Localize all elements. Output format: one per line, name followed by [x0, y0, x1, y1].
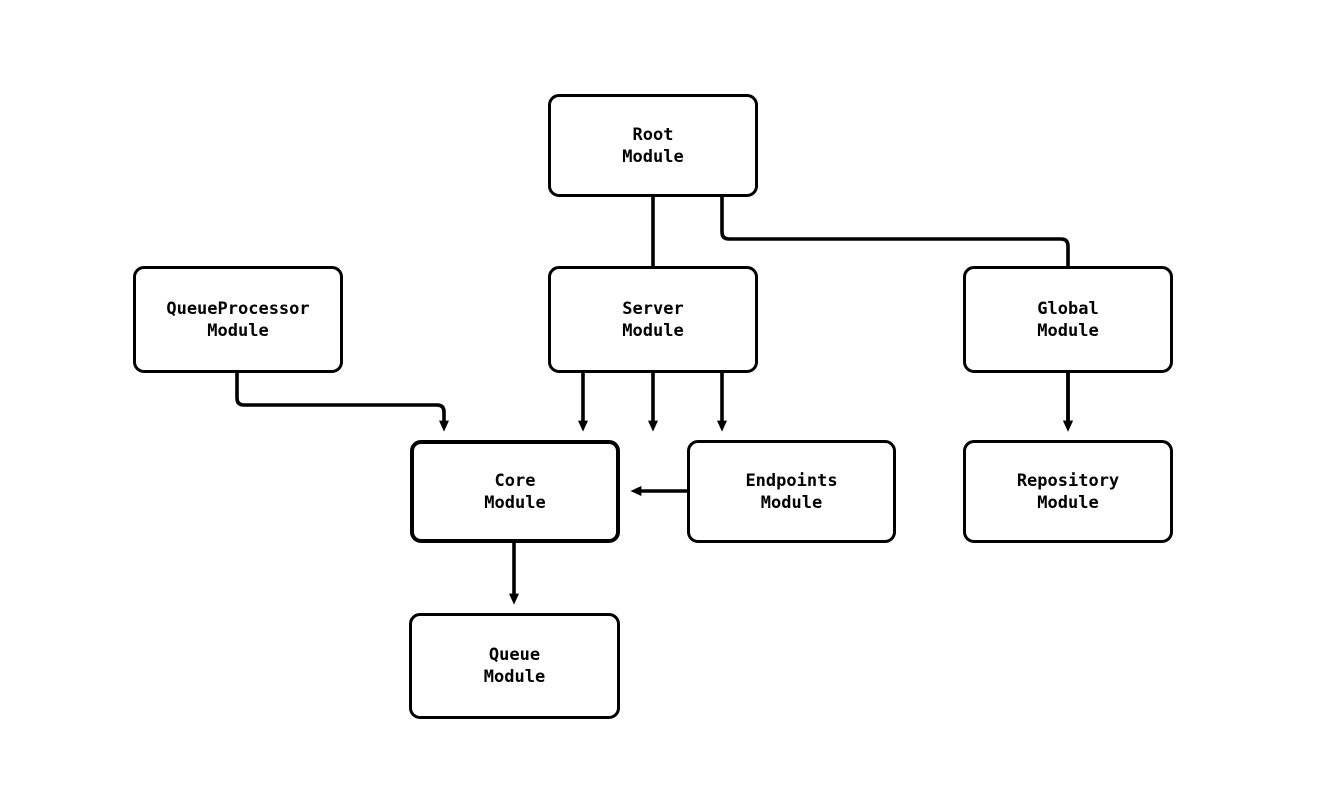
- node-repository-module-label: Repository Module: [1016, 470, 1120, 513]
- node-root-module-label: Root Module: [622, 124, 684, 167]
- node-queueprocessor-module[interactable]: QueueProcessor Module: [133, 266, 343, 373]
- node-queue-module[interactable]: Queue Module: [409, 613, 620, 719]
- node-core-module-label: Core Module: [484, 470, 546, 513]
- node-endpoints-module[interactable]: Endpoints Module: [687, 440, 896, 543]
- node-global-module[interactable]: Global Module: [963, 266, 1173, 373]
- node-queueprocessor-module-label: QueueProcessor Module: [166, 298, 310, 341]
- node-repository-module[interactable]: Repository Module: [963, 440, 1173, 543]
- node-root-module[interactable]: Root Module: [548, 94, 758, 197]
- edge-queueprocessor-core: [235, 373, 449, 432]
- node-queue-module-label: Queue Module: [483, 645, 546, 687]
- node-server-module[interactable]: Server Module: [548, 266, 758, 373]
- node-endpoints-module-label: Endpoints Module: [745, 470, 838, 513]
- node-server-module-label: Server Module: [622, 298, 684, 341]
- node-global-module-label: Global Module: [1037, 298, 1099, 341]
- node-core-module[interactable]: Core Module: [410, 440, 620, 543]
